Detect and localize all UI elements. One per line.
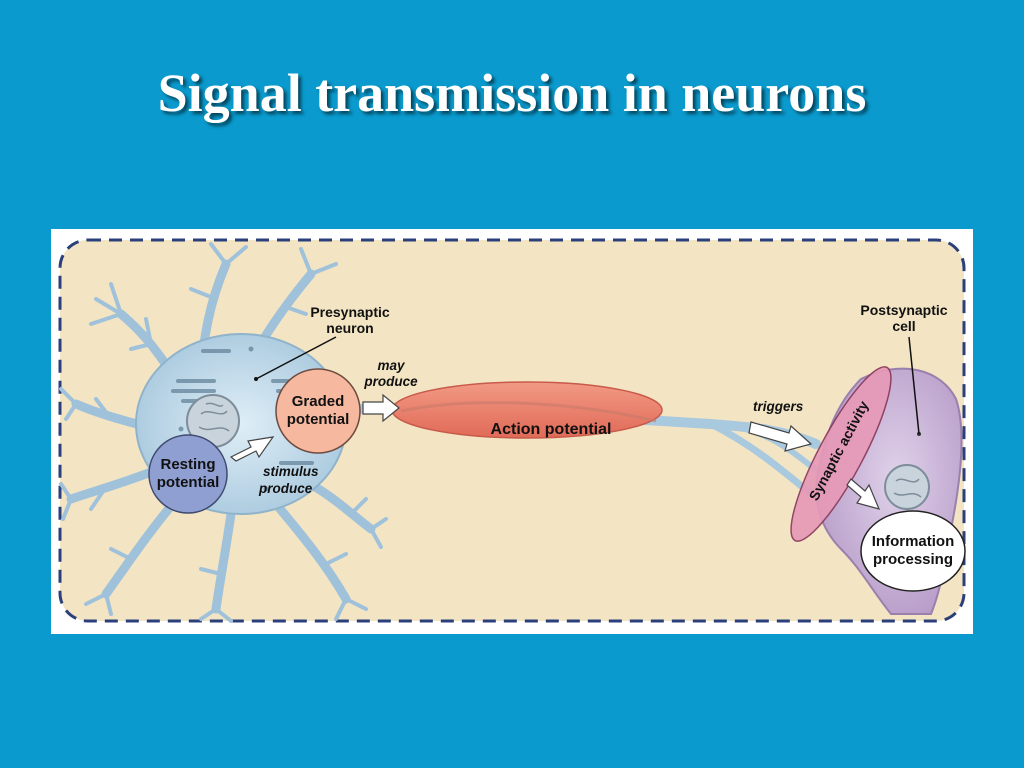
information-processing-line2: processing xyxy=(873,551,953,568)
resting-potential-line2: potential xyxy=(157,474,220,491)
graded-potential-line2: potential xyxy=(287,411,350,428)
may-produce-line1: may xyxy=(377,358,406,373)
triggers-arrow xyxy=(748,421,813,452)
synaptic-activity-ring xyxy=(790,366,892,542)
presynaptic-label-line1: Presynaptic xyxy=(310,304,390,320)
nucleus-texture xyxy=(198,402,230,432)
graded-potential-line1: Graded xyxy=(292,393,345,410)
figure-panel: Action potential Graded potential Restin… xyxy=(51,229,973,634)
resting-potential-circle xyxy=(148,434,228,514)
signal-transmission-diagram: Action potential Graded potential Restin… xyxy=(58,238,966,623)
presynaptic-pointer xyxy=(255,336,337,380)
slide-title: Signal transmission in neurons xyxy=(157,63,867,123)
processing-arrow xyxy=(846,478,881,510)
stimulus-arrow xyxy=(229,436,275,462)
resting-potential-line1: Resting xyxy=(160,456,215,473)
postsynaptic-pointer xyxy=(908,336,920,435)
postsynaptic-nucleus xyxy=(884,464,930,510)
information-processing-line1: Information xyxy=(872,533,955,550)
triggers-label: triggers xyxy=(753,399,804,414)
graded-potential-circle xyxy=(275,368,361,454)
information-processing-shape xyxy=(860,510,966,592)
stimulus-line1: stimulus xyxy=(263,464,319,479)
postsynaptic-label-line2: cell xyxy=(892,318,915,334)
postsynaptic-label-line1: Postsynaptic xyxy=(860,302,947,318)
may-produce-arrow xyxy=(362,393,400,423)
may-produce-line2: produce xyxy=(363,374,418,389)
action-potential-label: Action potential xyxy=(491,421,612,438)
presynaptic-label-line2: neuron xyxy=(326,320,373,336)
stimulus-line2: produce xyxy=(258,481,313,496)
